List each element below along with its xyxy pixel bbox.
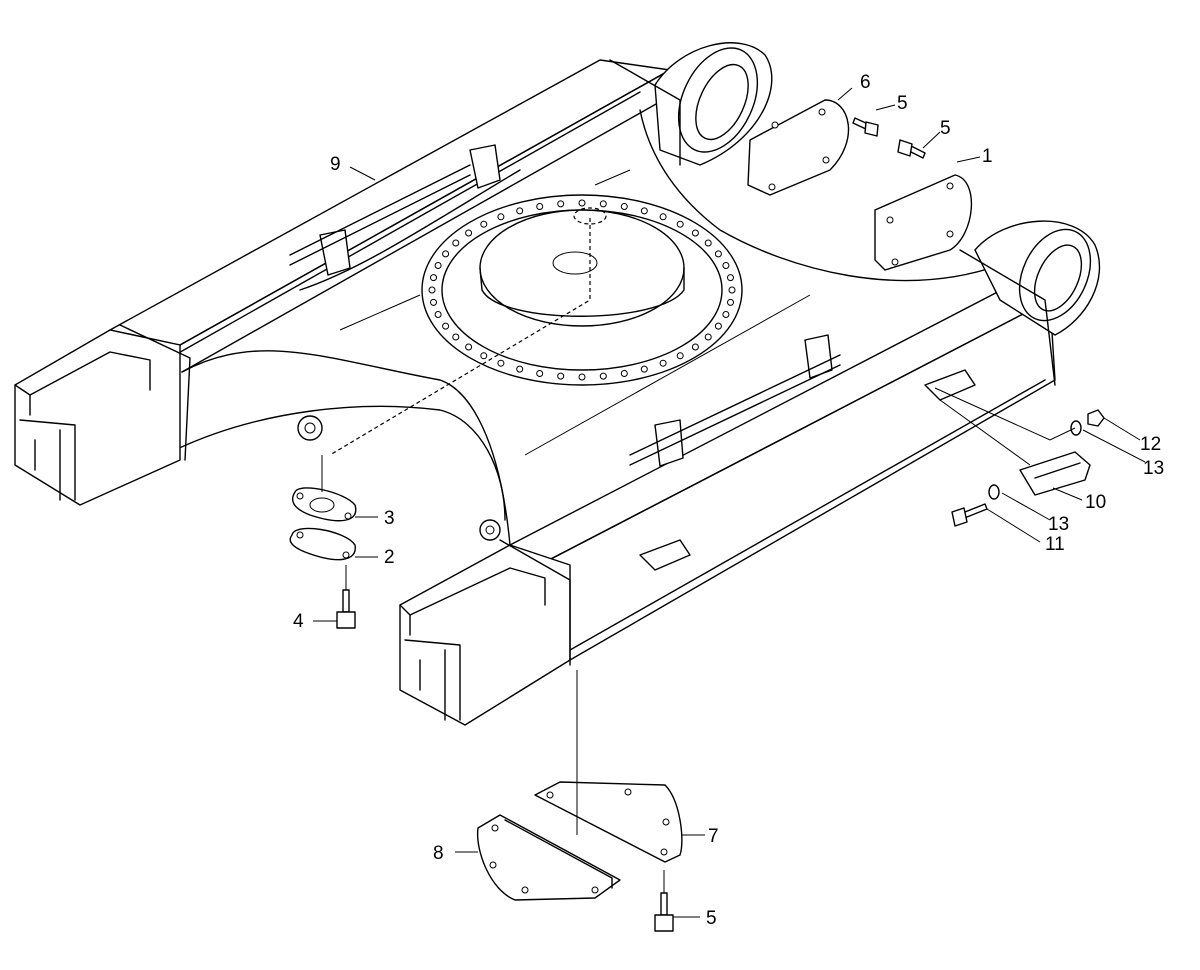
fasteners xyxy=(336,117,1105,932)
bolt-hole xyxy=(497,213,505,221)
bolt-hole xyxy=(659,213,667,221)
bolt-hole xyxy=(620,370,628,377)
bolt-hole xyxy=(578,373,586,381)
bolt-hole xyxy=(465,229,473,237)
bolt-hole xyxy=(434,311,442,318)
bolt-hole xyxy=(722,311,730,318)
bolt-hole xyxy=(480,352,488,360)
bolt-hole xyxy=(676,352,684,360)
callout-1: 1 xyxy=(982,146,993,167)
bolt-hole xyxy=(452,239,460,247)
bolt-hole xyxy=(728,286,736,294)
bolt-hole xyxy=(480,220,488,228)
bolt-hole xyxy=(578,199,586,207)
callout-8: 8 xyxy=(433,843,444,864)
bolt-hole xyxy=(557,200,565,208)
gasket-plate-3 xyxy=(292,487,357,522)
callout-5-bottom: 5 xyxy=(706,908,717,929)
callout-11: 11 xyxy=(1045,534,1065,555)
bolt-hole xyxy=(536,203,544,210)
bolt-hole xyxy=(516,365,524,373)
callout-6: 6 xyxy=(860,72,871,93)
leader-lines xyxy=(313,87,1146,918)
bolt-hole xyxy=(722,262,730,269)
bolt-hole xyxy=(442,250,450,258)
callout-7: 7 xyxy=(708,826,719,847)
bolt-hole xyxy=(714,250,722,258)
bolt-hole xyxy=(704,239,712,247)
callout-5-top: 5 xyxy=(897,93,908,114)
bolt-hole xyxy=(727,274,734,282)
bolt-hole xyxy=(620,203,628,210)
callout-2: 2 xyxy=(384,547,395,568)
bolt-hole xyxy=(557,372,565,380)
guard-plate-8 xyxy=(476,814,621,901)
bolt-hole xyxy=(640,365,648,373)
callout-5-upper: 5 xyxy=(940,118,951,139)
bolt-hole xyxy=(434,262,442,269)
bolt-hole xyxy=(691,229,699,237)
callout-labels: 1 2 3 4 5 5 5 5 6 7 8 9 10 11 12 13 13 xyxy=(293,72,1164,929)
bolt-hole xyxy=(691,343,699,351)
bolt-hole xyxy=(714,322,722,330)
bolt-hole xyxy=(704,333,712,341)
swing-bearing-mount xyxy=(421,194,743,386)
bolt-hole xyxy=(497,359,505,367)
bolt-hole xyxy=(430,274,437,282)
bolt-hole xyxy=(640,207,648,215)
bolt-hole xyxy=(676,220,684,228)
bolt-hole xyxy=(727,298,734,306)
bolt-hole xyxy=(659,359,667,367)
bolt-hole xyxy=(430,298,437,306)
bolt-hole xyxy=(599,372,607,380)
callout-3: 3 xyxy=(384,508,395,529)
callout-13-upper: 13 xyxy=(1143,458,1164,479)
bolt-hole xyxy=(442,322,450,330)
bolt-hole xyxy=(452,333,460,341)
bolt-hole xyxy=(599,200,607,208)
bolt-hole-ring xyxy=(428,199,736,381)
bolt-hole xyxy=(516,207,524,215)
track-guide-10 xyxy=(1019,451,1091,496)
bolt-hole xyxy=(428,286,436,294)
callout-10: 10 xyxy=(1085,492,1106,513)
gasket-plate-2 xyxy=(289,527,356,561)
callout-9: 9 xyxy=(330,154,341,175)
guard-plate-7 xyxy=(534,781,683,863)
cover-plate-1 xyxy=(874,174,973,271)
track-frame xyxy=(14,42,1101,726)
callout-12: 12 xyxy=(1140,434,1161,455)
callout-13-lower: 13 xyxy=(1048,514,1069,535)
bolt-hole xyxy=(536,370,544,377)
bolt-hole xyxy=(465,343,473,351)
cover-plate-6 xyxy=(747,99,850,196)
callout-4: 4 xyxy=(293,611,304,632)
